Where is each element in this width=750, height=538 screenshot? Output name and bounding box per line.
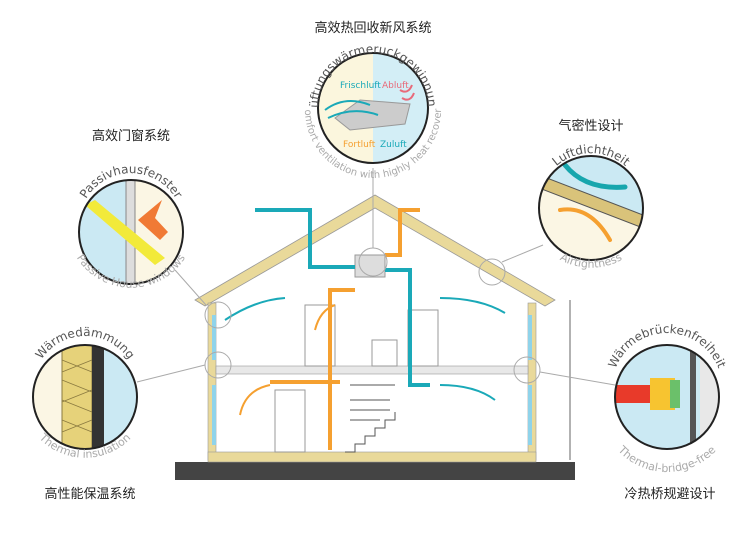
airtight-english: Airtightness <box>558 250 624 270</box>
air-arrow-icon <box>562 162 628 190</box>
window <box>212 385 216 445</box>
cabinet <box>371 339 398 367</box>
ventilation-callout: 高效热回收新风系统 Frischluft Abluft Fortluft Zul… <box>0 0 444 181</box>
window <box>528 385 532 445</box>
detail-markers <box>136 168 616 386</box>
fresh-air-duct <box>255 208 430 387</box>
label-fortluft: Fortluft <box>343 140 376 150</box>
insulation-title: 高性能保温系统 <box>44 486 135 502</box>
window <box>528 315 532 360</box>
ventilation-title: 高效热回收新风系统 <box>314 20 431 36</box>
door <box>407 309 439 367</box>
label-abluft: Abluft <box>382 81 409 91</box>
staircase <box>345 384 396 453</box>
roof <box>194 194 556 307</box>
svg-text:Airtightness: Airtightness <box>558 250 624 270</box>
sun-ray-icon <box>85 200 165 265</box>
bridge-title: 冷热桥规避设计 <box>624 487 715 502</box>
thermal-bridge-callout: Wärmebrückenfreiheit Thermal-bridge-free… <box>605 322 729 502</box>
windows-callout: 高效门窗系统 Passivhausfenster Passive House w… <box>74 128 188 291</box>
exhaust-duct <box>270 208 420 450</box>
door <box>304 304 336 367</box>
ground <box>175 462 575 480</box>
windows-title: 高效门窗系统 <box>92 128 170 144</box>
door <box>274 389 306 453</box>
heat-arrow-icon <box>138 200 168 240</box>
label-frischluft: Frischluft <box>340 81 381 91</box>
house <box>136 168 616 480</box>
label-zuluft: Zuluft <box>380 140 407 150</box>
insulation-callout: Wärmedämmung Thermal insulation 高性能保温系统 <box>32 325 138 502</box>
airtightness-callout: 气密性设计 Luftdichtheit Airtightness <box>538 118 644 271</box>
floor-slab <box>207 451 537 463</box>
window <box>212 315 216 360</box>
airtight-title: 气密性设计 <box>558 118 623 134</box>
airflow-arrows <box>224 297 506 416</box>
heat-exchanger-icon <box>334 99 411 131</box>
ceiling-slab <box>215 365 529 375</box>
